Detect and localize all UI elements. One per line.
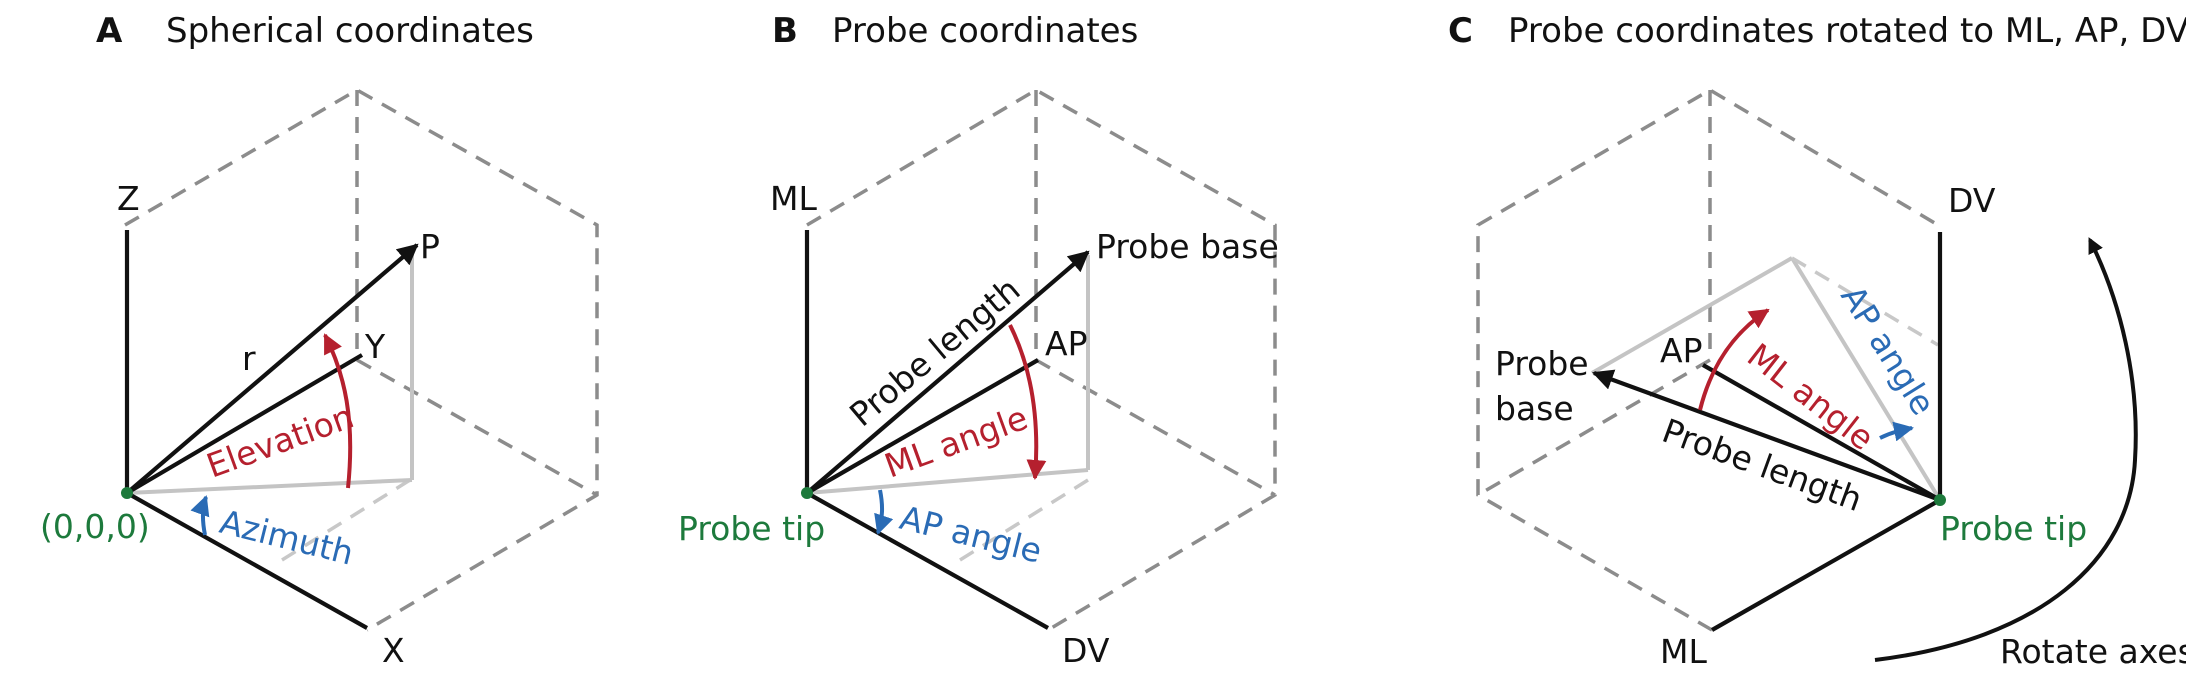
probe-tip-dot xyxy=(801,487,813,499)
ap-axis-label: AP xyxy=(1045,324,1087,363)
panel-b-axes xyxy=(804,230,1090,630)
probe-tip-dot-c xyxy=(1934,494,1946,506)
panel-c-axes xyxy=(1592,232,1943,632)
panel-c-cube-outline xyxy=(1476,87,1939,632)
ml-axis-label-c: ML xyxy=(1660,632,1707,671)
panel-c-title: Probe coordinates rotated to ML, AP, DV xyxy=(1508,11,2186,51)
rotate-axes-arrow xyxy=(1874,237,2138,662)
ml-angle-arc xyxy=(1008,324,1047,480)
panel-a-title: Spherical coordinates xyxy=(166,11,534,51)
ap-projection-line xyxy=(805,358,1040,495)
x-axis-label: X xyxy=(382,631,405,670)
origin-dot xyxy=(121,487,133,499)
ap-angle-arc xyxy=(874,489,894,535)
panel-b: B Probe coordinates ML Probe base AP Pro… xyxy=(678,11,1279,670)
panel-a-axes xyxy=(124,230,419,630)
probe-length-vector xyxy=(805,250,1090,495)
ml-axis-label: ML xyxy=(770,179,817,218)
dv-axis-label: DV xyxy=(1062,631,1110,670)
r-vector xyxy=(125,243,419,495)
panel-c: C Probe coordinates rotated to ML, AP, D… xyxy=(1448,11,2186,671)
azimuth-arc xyxy=(190,495,210,536)
dv-axis-label-c: DV xyxy=(1948,181,1996,220)
panel-a: A Spherical coordinates Z P Y r X xyxy=(40,11,599,670)
z-axis-label: Z xyxy=(117,179,140,218)
elevation-arc xyxy=(323,333,353,489)
rotate-axes-label: Rotate axes xyxy=(2000,632,2186,671)
dv-axis xyxy=(805,491,1050,630)
panel-a-letter: A xyxy=(96,11,123,51)
panel-a-cube-outline xyxy=(124,87,599,632)
panel-b-letter: B xyxy=(772,11,798,51)
probe-base-label-c2: base xyxy=(1495,389,1574,428)
ml-axis-c xyxy=(1710,498,1942,632)
probe-tip-label: Probe tip xyxy=(678,509,825,548)
y-projection-line xyxy=(125,353,364,495)
ap-angle-label: AP angle xyxy=(896,498,1046,571)
probe-tip-label-c: Probe tip xyxy=(1940,509,2087,548)
y-axis-label: Y xyxy=(364,327,386,366)
panel-b-title: Probe coordinates xyxy=(832,11,1138,51)
panel-c-letter: C xyxy=(1448,11,1473,51)
probe-base-label-c1: Probe xyxy=(1495,344,1589,383)
panel-b-cube-outline xyxy=(806,87,1277,632)
probe-length-vector-c xyxy=(1592,369,1941,502)
ap-axis-label-c: AP xyxy=(1660,331,1702,370)
panel-c-projection xyxy=(1591,256,1942,502)
origin-label: (0,0,0) xyxy=(40,507,150,546)
ap-projection-line-c xyxy=(1701,363,1942,502)
x-axis xyxy=(125,491,369,630)
panel-a-projection xyxy=(126,250,414,495)
probe-base-label: Probe base xyxy=(1096,227,1279,266)
r-label: r xyxy=(242,339,256,378)
ap-angle-arc-c xyxy=(1879,421,1914,442)
azimuth-label: Azimuth xyxy=(216,502,357,573)
ml-angle-arc-c xyxy=(1698,308,1770,411)
p-label: P xyxy=(420,227,440,266)
